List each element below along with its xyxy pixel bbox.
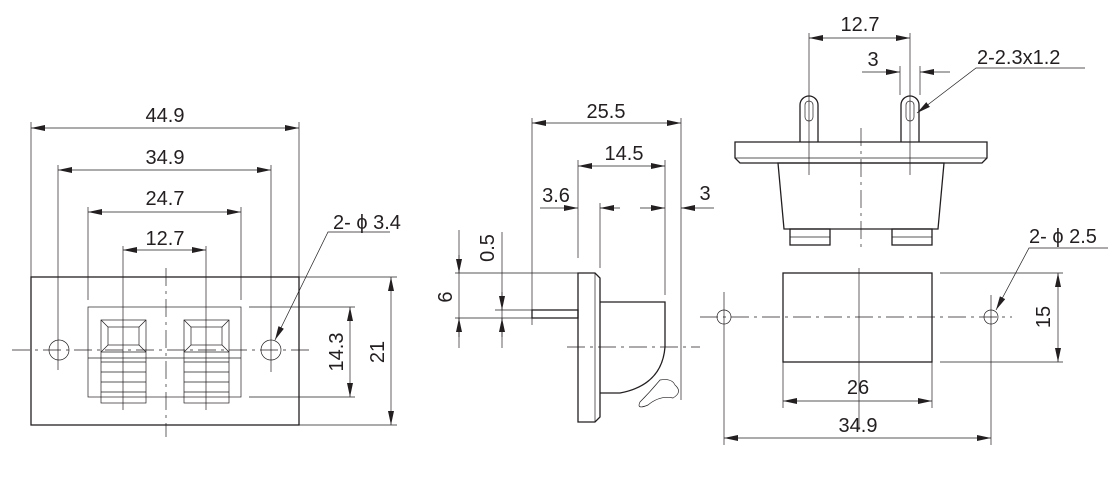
- top-view: 12.7 3 2-2.3x1.2: [734, 14, 1085, 247]
- front-view: 44.9 34.9 24.7 12.7 2- ϕ 3.4 14.3 21: [12, 105, 401, 437]
- inner-housing: [87, 306, 242, 398]
- hole-callout: 2- ϕ 3.4: [333, 212, 401, 234]
- dim-inner-height: 14.3: [326, 333, 348, 372]
- terminal-right: [183, 319, 230, 404]
- dim-pin-thickness: 0.5: [477, 234, 499, 262]
- flange: [577, 272, 601, 423]
- dim-terminal-pitch: 12.7: [146, 228, 185, 250]
- spring-lever: [638, 379, 679, 408]
- solder-pin: [531, 309, 579, 319]
- dim-pin-width: 3: [867, 49, 878, 71]
- dim-pin-pitch: 12.7: [841, 14, 880, 36]
- dim-flange: 3.6: [542, 185, 570, 207]
- dim-overall-height: 21: [367, 341, 389, 363]
- dim-overall-width: 44.9: [146, 105, 185, 127]
- dim-hole-spacing: 34.9: [146, 147, 185, 169]
- dim-cutout-width: 26: [847, 377, 869, 399]
- cutout-view: 2- ϕ 2.5 15 26 34.9: [700, 226, 1108, 445]
- body: [600, 301, 666, 394]
- dim-cutout-height: 15: [1033, 306, 1055, 328]
- cutout-hole-callout: 2- ϕ 2.5: [1029, 226, 1097, 248]
- slot-callout: 2-2.3x1.2: [977, 47, 1060, 69]
- panel-cutout: [782, 272, 933, 363]
- terminal-left: [100, 319, 147, 404]
- dim-inner-width: 24.7: [146, 188, 185, 210]
- side-view: 25.5 14.5 3.6 3 0.5 6: [435, 101, 714, 423]
- dim-pin-offset: 6: [435, 291, 457, 302]
- top-body: [777, 162, 945, 230]
- dim-cutout-hole-spacing: 34.9: [839, 415, 878, 437]
- dim-total-depth: 25.5: [587, 101, 626, 123]
- dim-body-depth: 14.5: [605, 143, 644, 165]
- front-plate: [30, 276, 300, 426]
- dim-tail: 3: [699, 183, 710, 205]
